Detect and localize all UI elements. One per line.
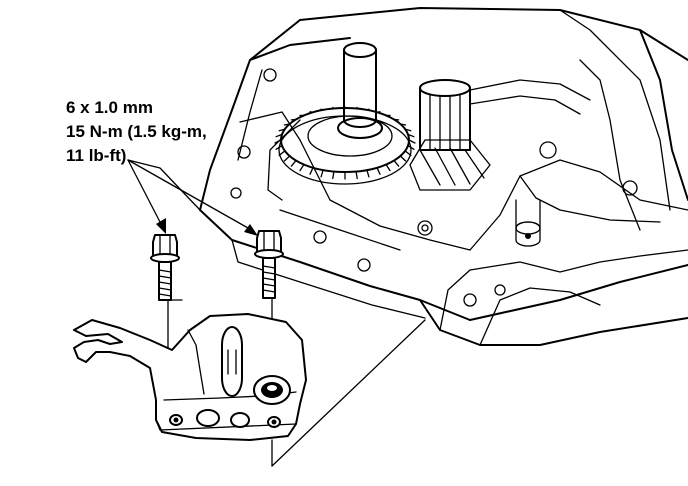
transmission-case (199, 7, 688, 346)
ring-gear (274, 106, 416, 185)
bolt-size-text: 6 x 1.0 mm (66, 98, 153, 117)
shift-fork-bracket (73, 313, 307, 441)
mounting-bolt-left (150, 234, 180, 301)
torque-spec-callout: 6 x 1.0 mm 15 N-m (1.5 kg-m, 11 lb-ft) (66, 96, 207, 168)
mounting-bolt-right (254, 230, 284, 299)
torque-metric-text: 15 N-m (1.5 kg-m, (66, 122, 207, 141)
torque-imperial-text: 11 lb-ft) (66, 146, 127, 165)
shift-rail-stud (515, 199, 541, 247)
leader-lines (127, 159, 258, 236)
main-shaft (343, 42, 377, 128)
pinion-gear (409, 79, 591, 191)
